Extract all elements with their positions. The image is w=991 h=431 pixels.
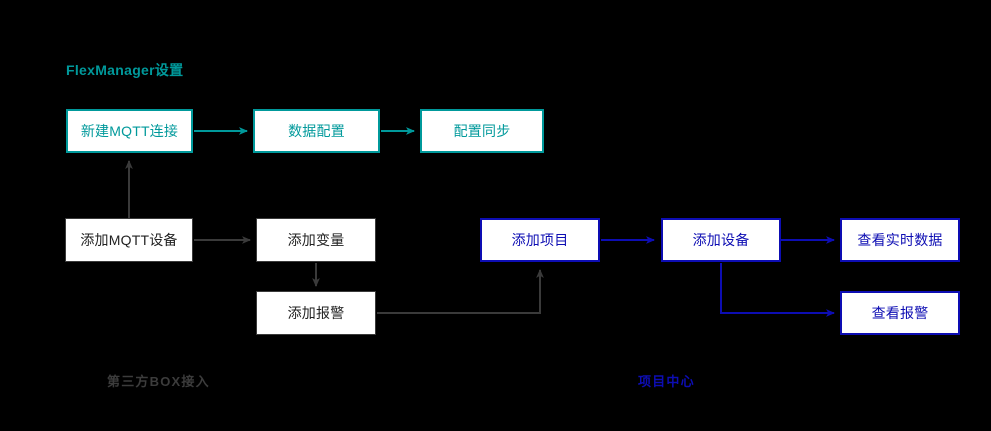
group-label-third-party-box: 第三方BOX接入 [107,374,210,389]
node-data-config[interactable]: 数据配置 [253,109,380,153]
node-view-alarm[interactable]: 查看报警 [840,291,960,335]
node-add-variable[interactable]: 添加变量 [256,218,376,262]
node-config-sync[interactable]: 配置同步 [420,109,544,153]
node-add-project[interactable]: 添加项目 [480,218,600,262]
group-label-project-center: 项目中心 [638,374,695,389]
node-add-alarm[interactable]: 添加报警 [256,291,376,335]
node-new-mqtt-connection[interactable]: 新建MQTT连接 [66,109,193,153]
node-add-device[interactable]: 添加设备 [661,218,781,262]
edge-add-device-to-view-alarm [720,263,835,317]
node-view-realtime-data[interactable]: 查看实时数据 [840,218,960,262]
section-title-flexmanager: FlexManager设置 [66,62,184,78]
edge-add-alarm-to-add-project [377,269,544,314]
node-add-mqtt-device[interactable]: 添加MQTT设备 [65,218,193,262]
